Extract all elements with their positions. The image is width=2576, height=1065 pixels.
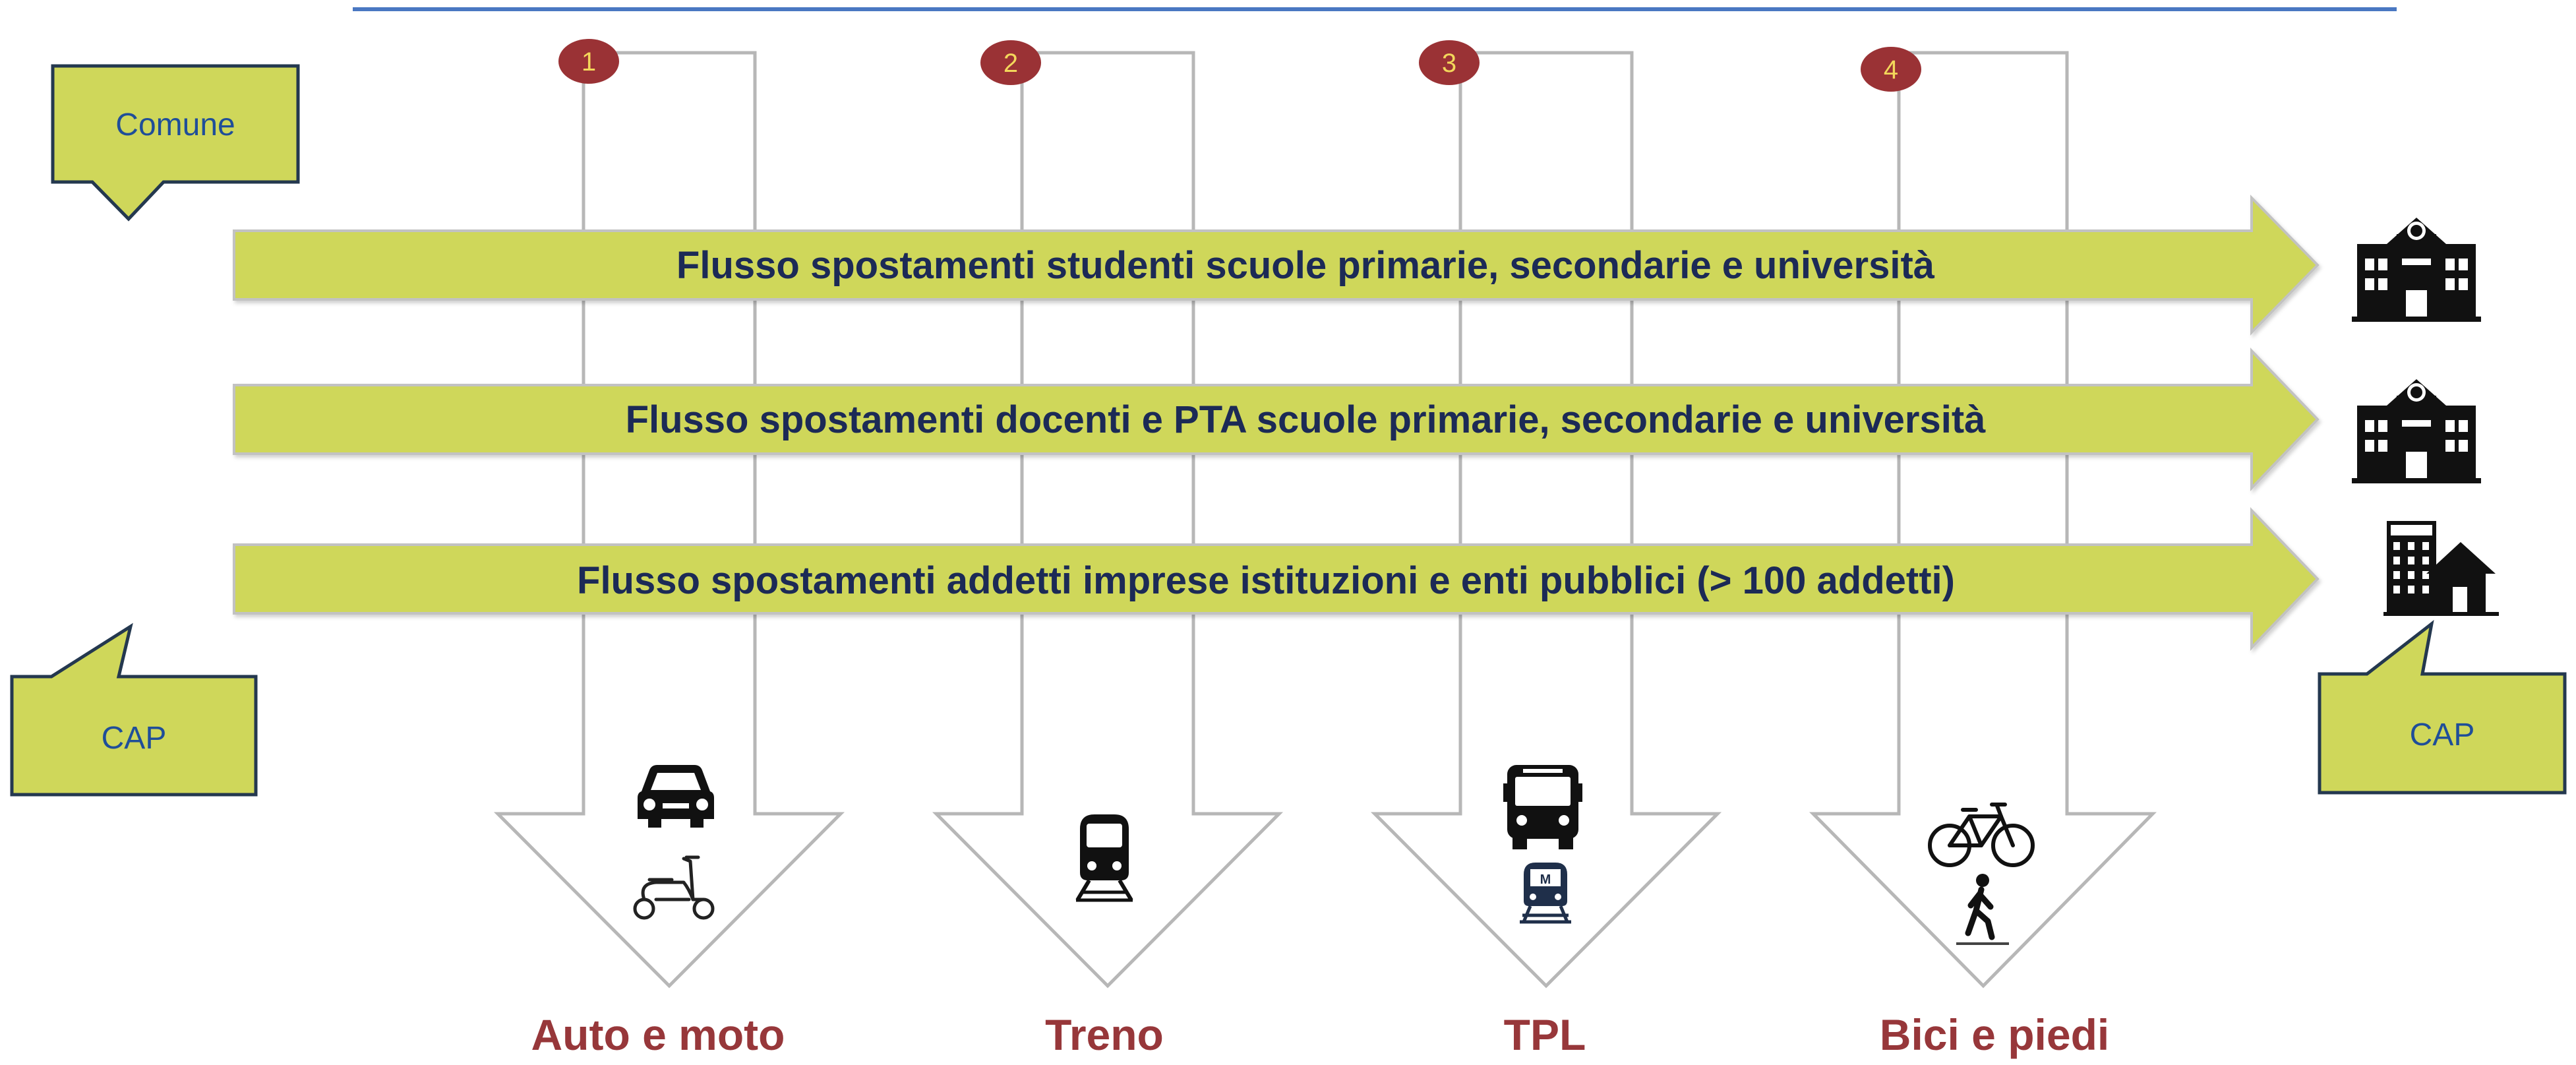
- mode-badge-2: 2: [980, 40, 1041, 85]
- mode-number-2: 2: [1003, 49, 1018, 78]
- pedestrian-icon: [1956, 874, 2009, 945]
- callout-cap-right: CAP: [2318, 620, 2567, 795]
- mode-label-4: Bici e piedi: [1880, 1010, 2109, 1059]
- svg-text:M: M: [1540, 872, 1551, 887]
- mode-label-3: TPL: [1504, 1010, 1586, 1059]
- mode-badge-3: 3: [1419, 40, 1480, 85]
- school-building-icon: [2352, 379, 2481, 483]
- bus-icon: [1503, 765, 1582, 849]
- mode-number-4: 4: [1884, 55, 1898, 84]
- flow-label-1: Flusso spostamenti studenti scuole prima…: [676, 244, 1935, 287]
- scooter-icon: [633, 855, 715, 920]
- mode-arrow-3: [1370, 51, 1722, 989]
- mode-arrow-4: [1809, 51, 2157, 989]
- metro-icon: M: [1520, 863, 1571, 924]
- flow-arrow-3: Flusso spostamenti addetti imprese istit…: [233, 507, 2320, 651]
- mode-badge-1: 1: [558, 39, 619, 84]
- flow-label-3: Flusso spostamenti addetti imprese istit…: [577, 559, 1955, 602]
- bicycle-icon: [1928, 803, 2035, 867]
- car-icon: [638, 765, 714, 828]
- callout-cap-left: CAP: [10, 623, 258, 797]
- train-icon: [1075, 814, 1133, 902]
- mode-badge-4: 4: [1861, 47, 1921, 92]
- office-and-house-icon: [2383, 521, 2499, 616]
- flow-label-2: Flusso spostamenti docenti e PTA scuole …: [626, 398, 1987, 441]
- callout-cap-right-label: CAP: [2410, 717, 2475, 752]
- callout-comune-label: Comune: [115, 107, 235, 142]
- callout-comune: Comune: [51, 64, 300, 222]
- flow-arrow-2: Flusso spostamenti docenti e PTA scuole …: [233, 348, 2320, 491]
- mode-number-1: 1: [582, 47, 596, 76]
- mode-label-2: Treno: [1045, 1010, 1164, 1059]
- school-building-icon: [2352, 218, 2481, 322]
- flow-arrow-1: Flusso spostamenti studenti scuole prima…: [233, 195, 2320, 336]
- mode-arrow-1: [493, 51, 845, 989]
- mode-label-1: Auto e moto: [531, 1010, 785, 1059]
- mode-number-3: 3: [1442, 49, 1456, 78]
- callout-cap-left-label: CAP: [102, 721, 167, 756]
